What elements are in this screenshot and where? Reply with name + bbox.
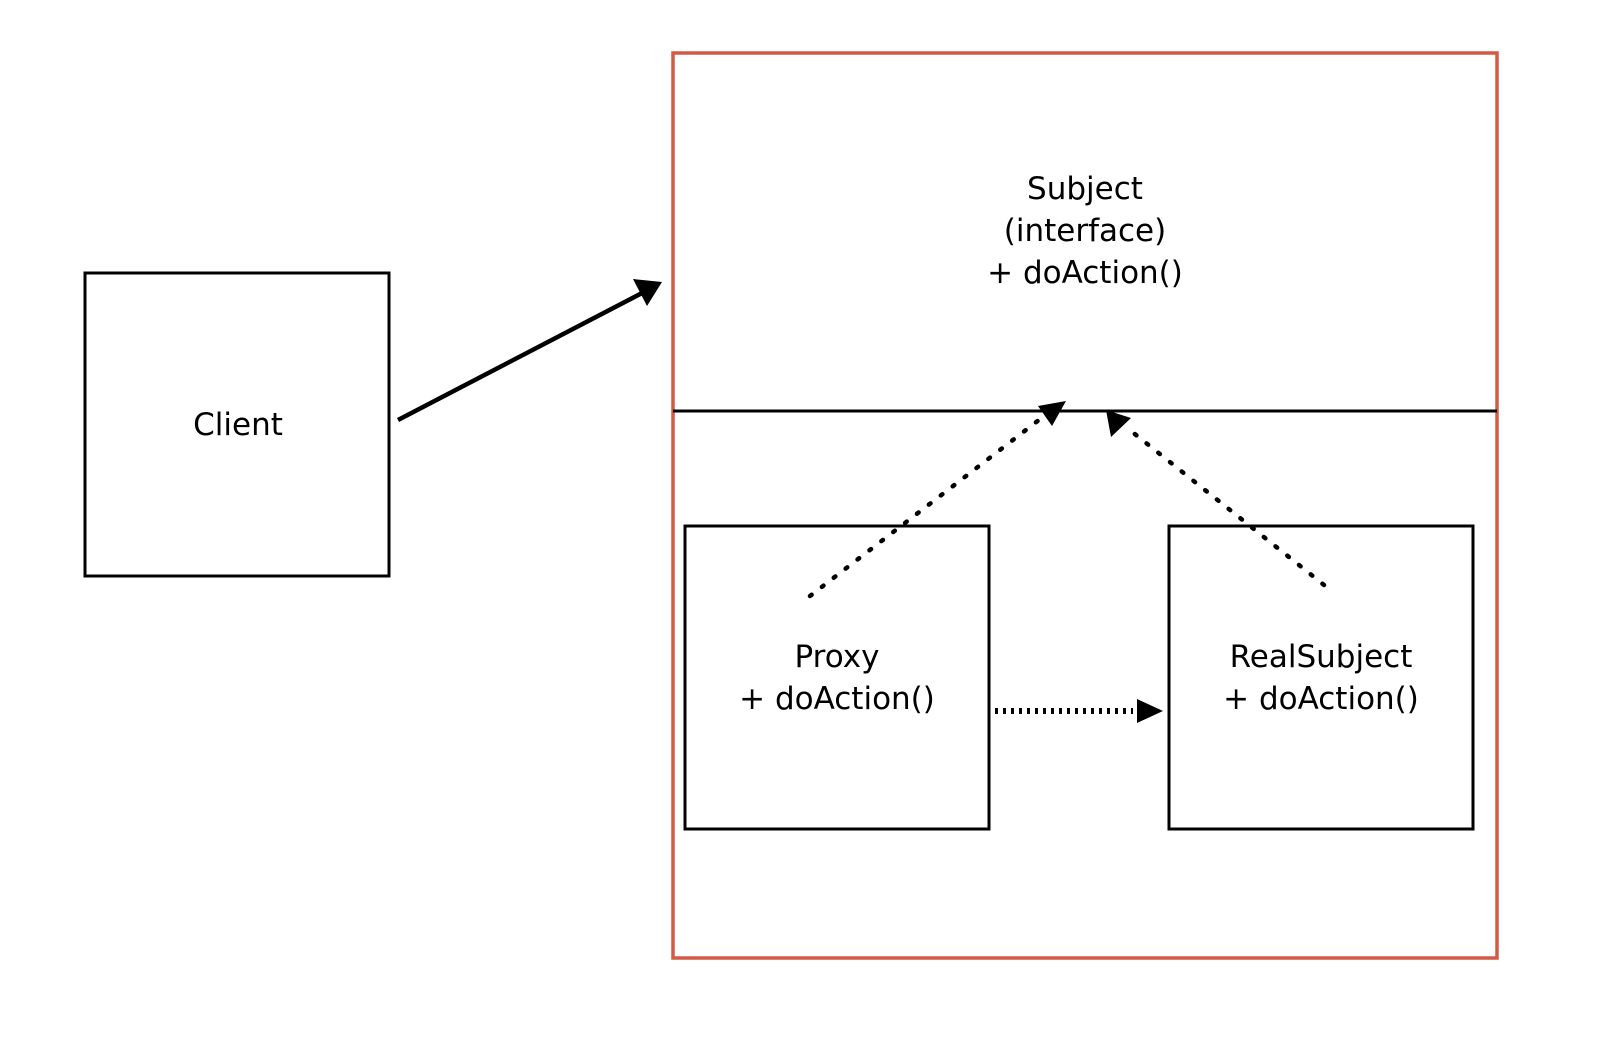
client-box[interactable]	[83, 271, 391, 578]
proxy-box[interactable]	[683, 524, 991, 831]
real-subject-name: RealSubject	[1229, 639, 1413, 675]
subject-name: Subject	[1027, 171, 1143, 207]
proxy-label: Proxy + doAction()	[739, 636, 935, 720]
client-label: Client	[193, 404, 283, 446]
real-subject-label: RealSubject + doAction()	[1223, 636, 1419, 720]
subject-container[interactable]	[671, 51, 1499, 960]
real-subject-box[interactable]	[1167, 524, 1475, 831]
subject-method: + doAction()	[987, 255, 1183, 291]
proxy-name: Proxy	[794, 639, 880, 675]
real-subject-implements-subject-arrow	[1106, 410, 1327, 588]
proxy-implements-subject-arrow	[807, 401, 1066, 599]
subject-stereotype: (interface)	[1003, 213, 1167, 249]
proxy-to-real-subject-arrow	[995, 699, 1163, 723]
real-subject-method: + doAction()	[1223, 681, 1419, 717]
subject-label: Subject (interface) + doAction()	[987, 168, 1183, 294]
client-name: Client	[193, 407, 283, 443]
client-to-subject-arrow	[396, 279, 662, 422]
proxy-method: + doAction()	[739, 681, 935, 717]
